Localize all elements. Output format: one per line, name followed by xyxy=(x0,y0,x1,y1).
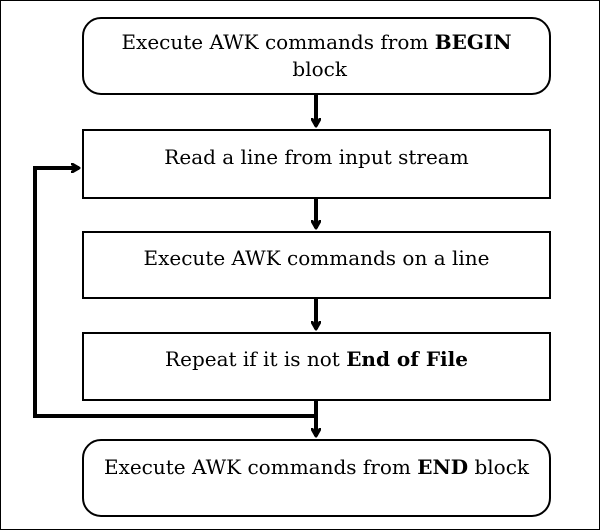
node-end-box xyxy=(82,439,551,517)
node-repeat-box xyxy=(82,332,551,401)
node-repeat-label: Repeat if it is not End of File xyxy=(165,346,468,371)
node-end-label: Execute AWK commands from END block xyxy=(103,454,530,479)
node-read-box xyxy=(82,129,551,199)
node-exec-label: Execute AWK commands on a line xyxy=(143,245,490,270)
node-begin-label: Execute AWK commands from BEGIN block xyxy=(121,30,512,81)
eof-keyword: End of File xyxy=(346,346,468,371)
arrow-loop-back xyxy=(33,168,316,418)
begin-keyword: BEGIN xyxy=(434,30,512,54)
node-exec-box xyxy=(82,231,551,299)
end-keyword: END xyxy=(417,454,469,479)
node-read-label: Read a line from input stream xyxy=(164,144,469,169)
